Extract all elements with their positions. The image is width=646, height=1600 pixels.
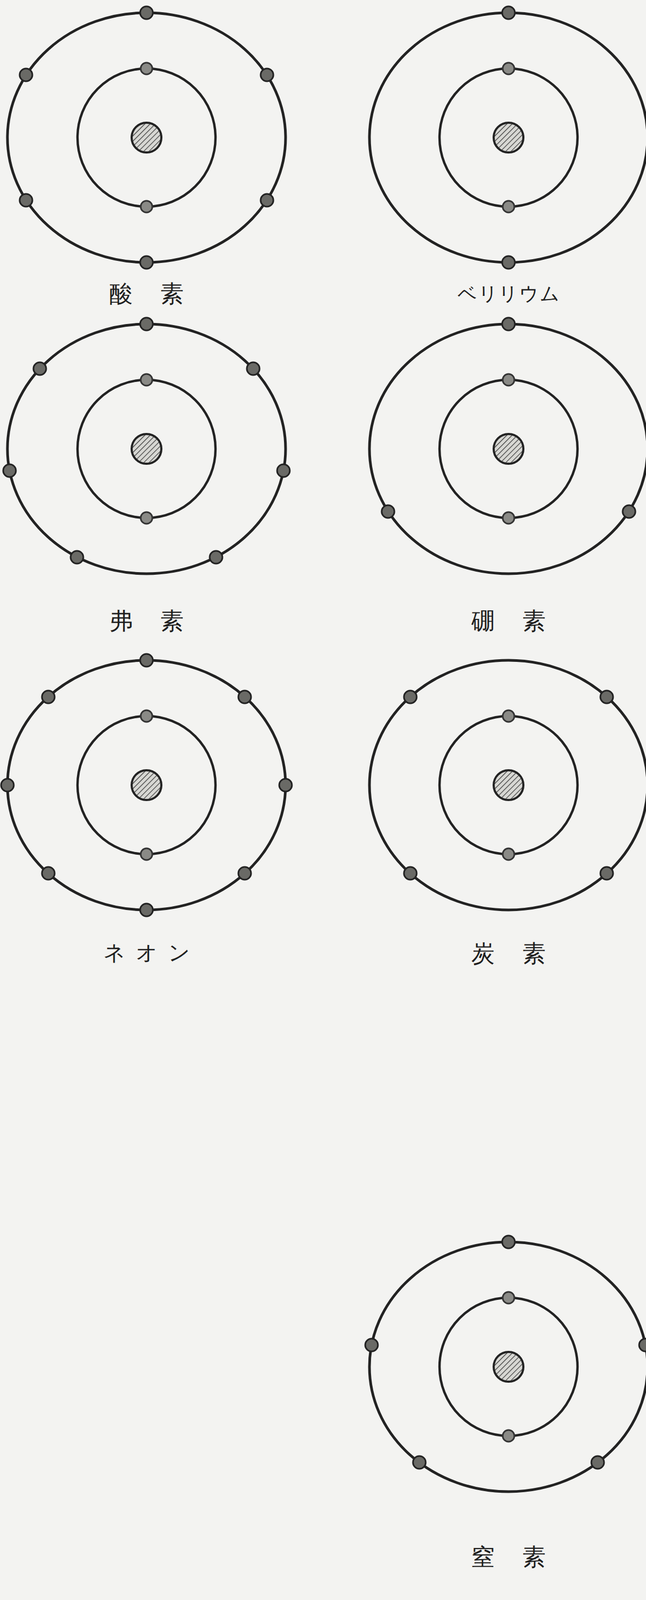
oxygen-atom: [7, 6, 286, 269]
carbon-atom: [369, 659, 646, 910]
neon-atom: [1, 653, 292, 916]
element-label: 炭素: [443, 940, 574, 967]
element-label: 窒素: [443, 1543, 574, 1570]
element-label: 硼素: [443, 608, 574, 634]
boron-atom: [369, 317, 646, 574]
element-label: 酸素: [81, 281, 212, 307]
element-label: ネオン: [92, 940, 201, 964]
nitrogen-atom: [365, 1234, 646, 1491]
element-label: 弗素: [81, 608, 212, 634]
element-label: ベリリウム: [456, 283, 561, 305]
beryllium-atom: [369, 6, 646, 269]
fluorine-atom: [3, 317, 290, 574]
